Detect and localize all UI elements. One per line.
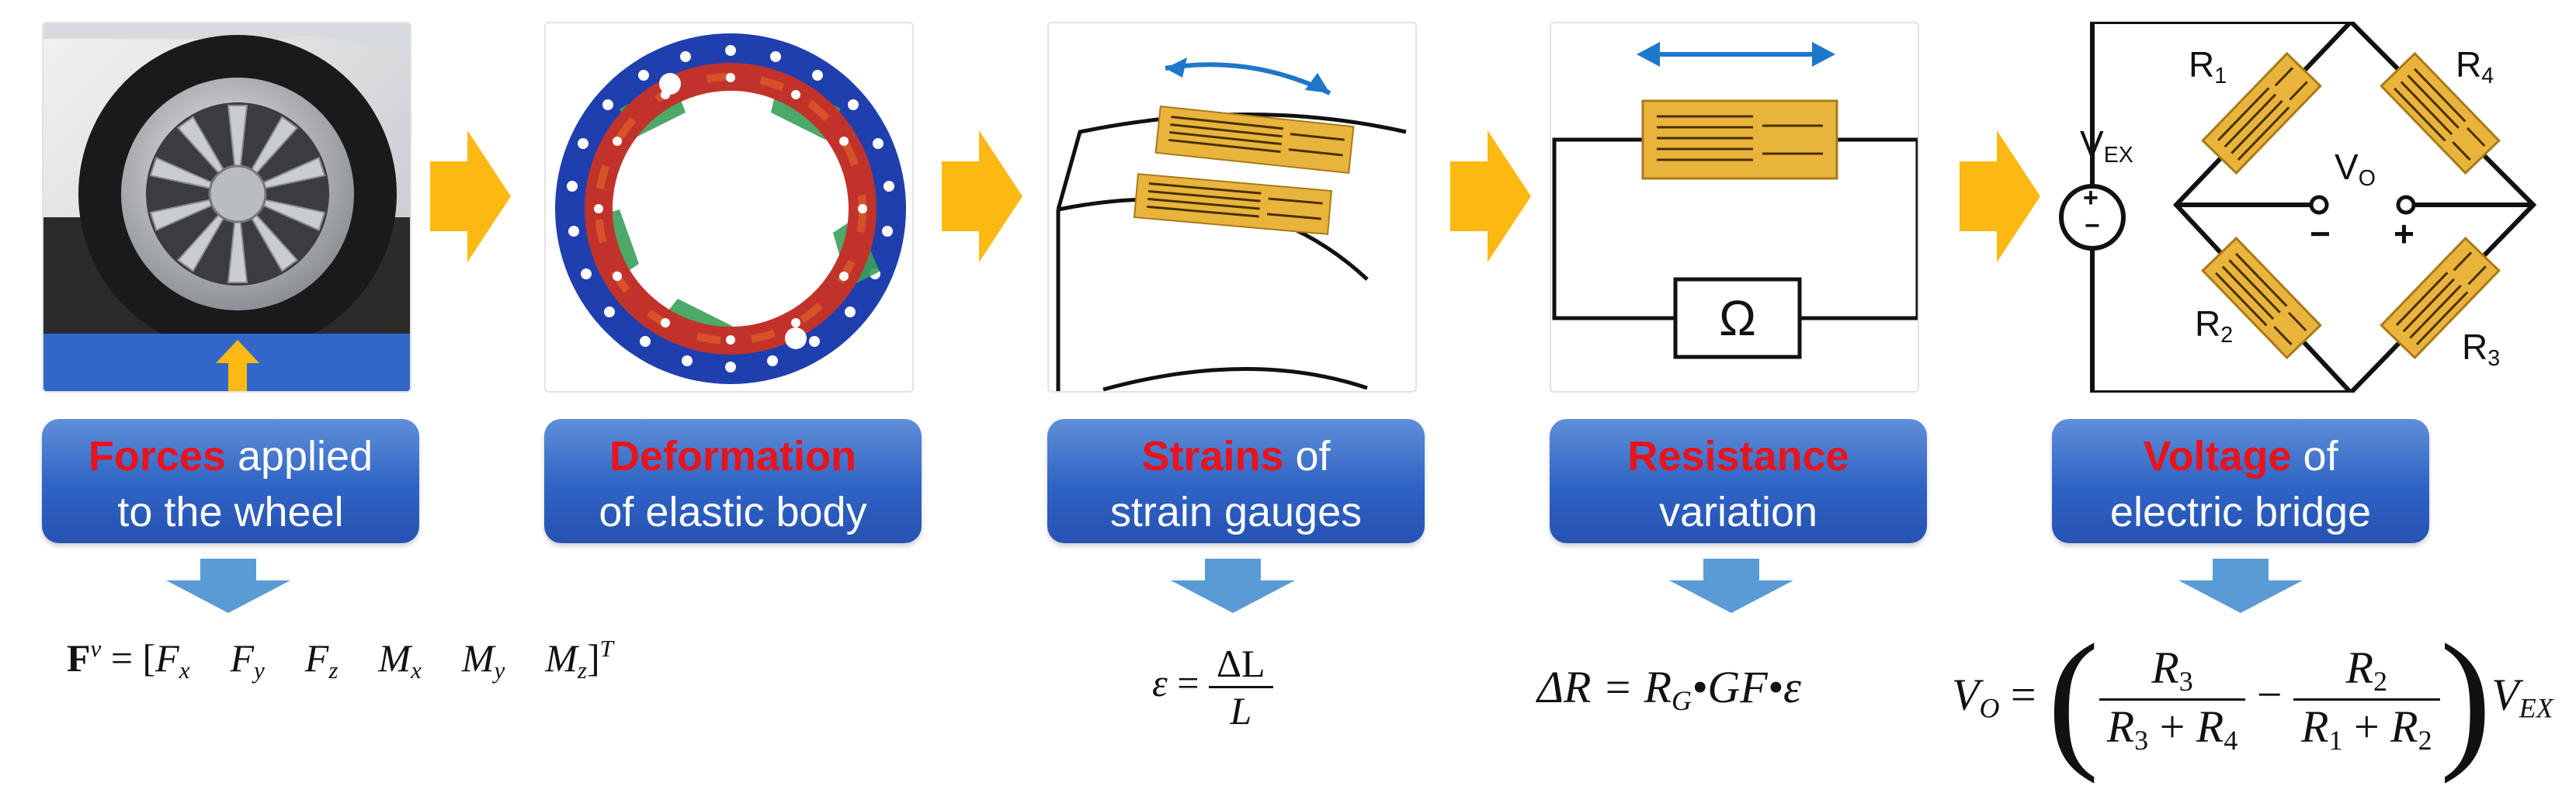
resistor-r1: [2201, 51, 2322, 175]
up-force-arrow-icon: [216, 340, 259, 391]
inner-bolt-holes: [594, 73, 867, 345]
r4-label: R4: [2456, 44, 2494, 88]
wheel-panel: [42, 22, 411, 393]
vex-label: VEX: [2080, 123, 2133, 168]
resistance-formula: ΔR = RG•GF•ε: [1537, 662, 1801, 717]
stretch-arrow-icon: [1165, 62, 1331, 95]
strain-gauge-1: [1154, 105, 1355, 175]
vo-plus-label: +: [2394, 213, 2415, 254]
ohm-symbol: Ω: [1719, 290, 1756, 346]
caption-resistance: Resistance variation: [1550, 419, 1927, 543]
caption-voltage: Voltage of electric bridge: [2052, 419, 2429, 543]
circuit-wire-right: [1800, 137, 1918, 320]
fea-ring-illustration: [555, 33, 906, 384]
wheel-hub: [208, 165, 267, 223]
strain-gauge-panel: [1047, 22, 1417, 393]
caption-forces: Forces applied to the wheel: [42, 419, 419, 543]
resistor-r3: [2380, 236, 2501, 360]
resistance-circuit-illustration: [1552, 42, 1918, 359]
bridge-wire-top: [2090, 22, 2355, 205]
source-plus-label: +: [2083, 183, 2099, 213]
caption-strains: Strains of strain gauges: [1047, 419, 1425, 543]
down-arrow-1-icon: [166, 559, 290, 613]
down-arrow-3-icon: [1669, 559, 1793, 613]
resistance-panel: Ω: [1550, 22, 1919, 393]
flow-arrow-4-icon: [1960, 130, 2040, 262]
deformation-panel: [544, 22, 914, 393]
wheel-illustration: [43, 23, 410, 391]
bridge-panel: R1 R4 R2 R3 VEX VO − + + −: [2052, 22, 2561, 393]
down-arrow-4-icon: [2178, 559, 2303, 613]
strain-gauge-2: [1133, 173, 1333, 235]
strain-gauge-illustration: [1056, 57, 1407, 391]
r2-label: R2: [2195, 303, 2234, 348]
down-arrow-2-icon: [1171, 559, 1295, 613]
strain-gauge: [1641, 99, 1838, 180]
r3-label: R3: [2462, 327, 2501, 371]
caption-deformation: Deformation of elastic body: [544, 419, 922, 543]
ohmmeter-box: [1673, 277, 1802, 359]
flow-arrow-1-icon: [430, 130, 511, 262]
resistor-r2: [2201, 236, 2322, 360]
circuit-wire-left: [1552, 137, 1675, 320]
vo-label: VO: [2335, 147, 2376, 191]
wheatstone-bridge-illustration: [2059, 22, 2537, 393]
vo-minus-label: −: [2310, 213, 2331, 254]
voltage-source-icon: [2059, 184, 2126, 251]
source-minus-label: −: [2085, 211, 2100, 241]
flow-arrow-2-icon: [942, 130, 1022, 262]
flow-arrow-3-icon: [1450, 130, 1531, 262]
resistor-r4: [2380, 51, 2501, 175]
r1-label: R1: [2189, 44, 2227, 88]
vo-terminal-plus: [2396, 195, 2416, 215]
vo-terminal-minus: [2309, 195, 2329, 215]
bridge-wire-bottom: [2090, 230, 2355, 393]
